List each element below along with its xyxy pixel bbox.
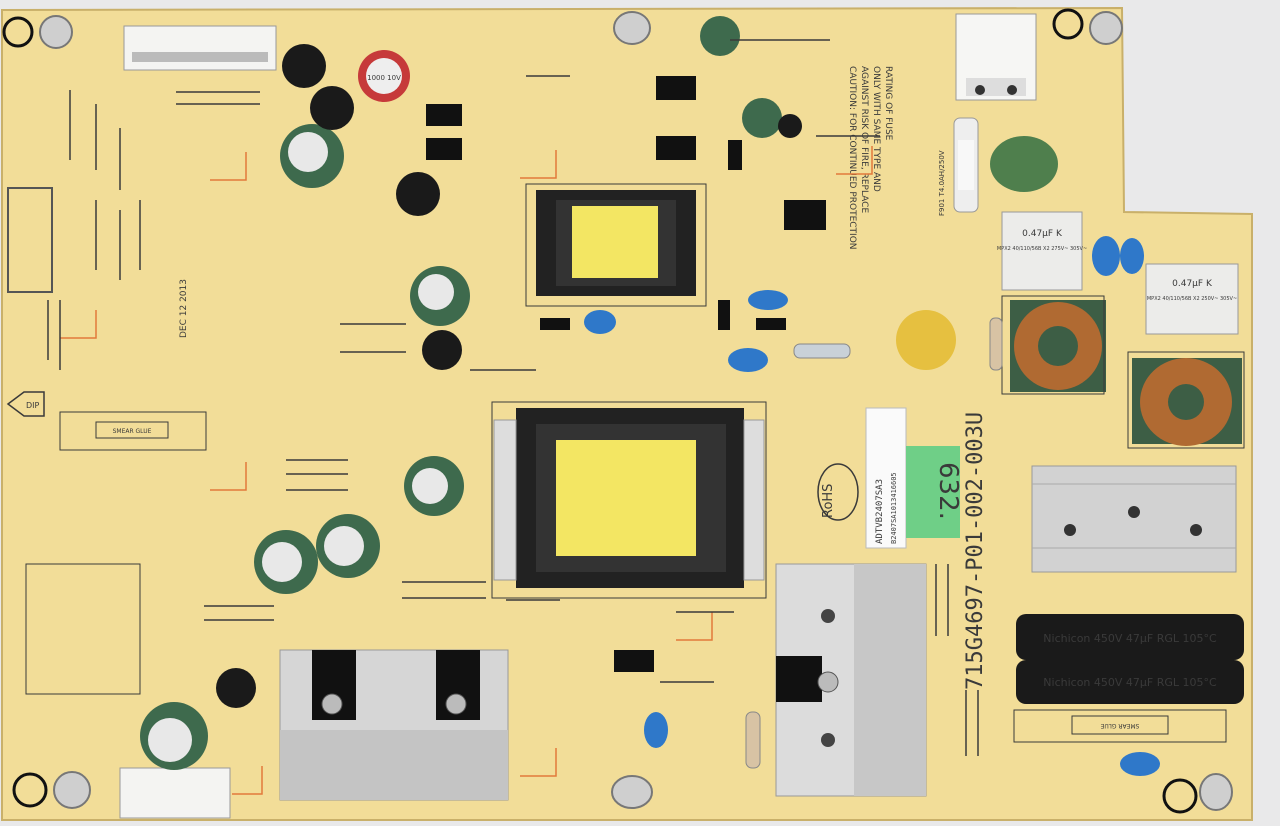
resistor-traces (47, 39, 979, 756)
ics (614, 76, 826, 672)
varistor (990, 136, 1058, 192)
svg-text:ONLY WITH SAME TYPE AND: ONLY WITH SAME TYPE AND (871, 66, 881, 192)
bottom-connector (119, 767, 231, 819)
svg-text:RATING OF FUSE: RATING OF FUSE (883, 66, 893, 141)
cap-1000uf: 1000 10V (358, 50, 410, 102)
svg-text:RoHS: RoHS (821, 484, 836, 518)
svg-text:MPX2 40/110/56B X2 250V~ 305V~: MPX2 40/110/56B X2 250V~ 305V~ (1147, 296, 1237, 302)
green-sticker: 632. (906, 446, 963, 538)
svg-text:SMEAR GLUE: SMEAR GLUE (113, 428, 152, 435)
svg-text:ADTVB2407SA3: ADTVB2407SA3 (875, 479, 885, 544)
heatsink-bottom-left (279, 649, 509, 801)
electrolytic-caps-black (216, 44, 802, 708)
mounting-holes (2, 8, 1198, 814)
fuse (953, 117, 979, 213)
side-connector (7, 187, 53, 293)
electrolytic-caps-green (140, 16, 782, 770)
small-transformer (536, 190, 696, 296)
bulk-capacitor-1: Nichicon 450V 47µF RGL 105°C (1016, 614, 1244, 660)
svg-text:SMEAR GLUE: SMEAR GLUE (1100, 722, 1139, 729)
heatsink-right (1031, 465, 1237, 573)
rohs-mark: RoHS (817, 463, 859, 521)
svg-text:Nichicon 450V 47µF RGL 105°C: Nichicon 450V 47µF RGL 105°C (1043, 632, 1217, 645)
white-label: ADTVB2407SA3 B2407SA1013416605 (865, 407, 907, 549)
main-transformer (493, 408, 765, 588)
svg-text:CAUTION: FOR CONTINUED PROTECT: CAUTION: FOR CONTINUED PROTECTION (847, 66, 857, 250)
fuse-label: F901 T4.0AH/250V (938, 150, 946, 216)
x-capacitor-1: 0.47µF K MPX2 40/110/56B X2 275V~ 305V~ (997, 211, 1087, 291)
part-number: 715G4697-P01-002-003U (963, 412, 988, 690)
choke-1 (1010, 300, 1106, 392)
yellow-y-capacitor (896, 310, 956, 370)
date-code: DEC 12 2013 (179, 279, 189, 338)
smear-glue-boxes: SMEAR GLUE SMEAR GLUE (59, 411, 1227, 743)
svg-text:DIP: DIP (26, 401, 40, 410)
caution-text: CAUTION: FOR CONTINUED PROTECTION AGAINS… (847, 66, 893, 250)
bulk-capacitor-2: Nichicon 450V 47µF RGL 105°C (1016, 660, 1244, 704)
svg-text:632.: 632. (933, 462, 963, 520)
screw-terminals (39, 11, 1233, 811)
svg-text:B2407SA1013416605: B2407SA1013416605 (890, 472, 898, 544)
blue-caps (584, 236, 1160, 776)
top-connector (123, 25, 277, 71)
x-capacitor-2: 0.47µF K MPX2 40/110/56B X2 250V~ 305V~ (1145, 263, 1239, 335)
orange-corner-marks (60, 146, 873, 795)
dip-marker: DIP (6, 391, 45, 417)
diodes (426, 104, 786, 330)
svg-text:MPX2 40/110/56B X2 275V~ 305V~: MPX2 40/110/56B X2 275V~ 305V~ (997, 246, 1087, 252)
choke-2 (1132, 358, 1242, 446)
svg-text:1000 10V: 1000 10V (367, 74, 401, 82)
silkscreen-outlines (25, 183, 1245, 695)
svg-text:0.47µF K: 0.47µF K (1022, 229, 1063, 239)
svg-text:Nichicon 450V 47µF RGL 105°C: Nichicon 450V 47µF RGL 105°C (1043, 676, 1217, 689)
heatsink-center (775, 563, 927, 797)
small-resistors (745, 317, 1003, 769)
svg-text:0.47µF K: 0.47µF K (1172, 279, 1213, 289)
svg-text:AGAINST RISK OF FIRE, REPLACE: AGAINST RISK OF FIRE, REPLACE (859, 66, 869, 213)
